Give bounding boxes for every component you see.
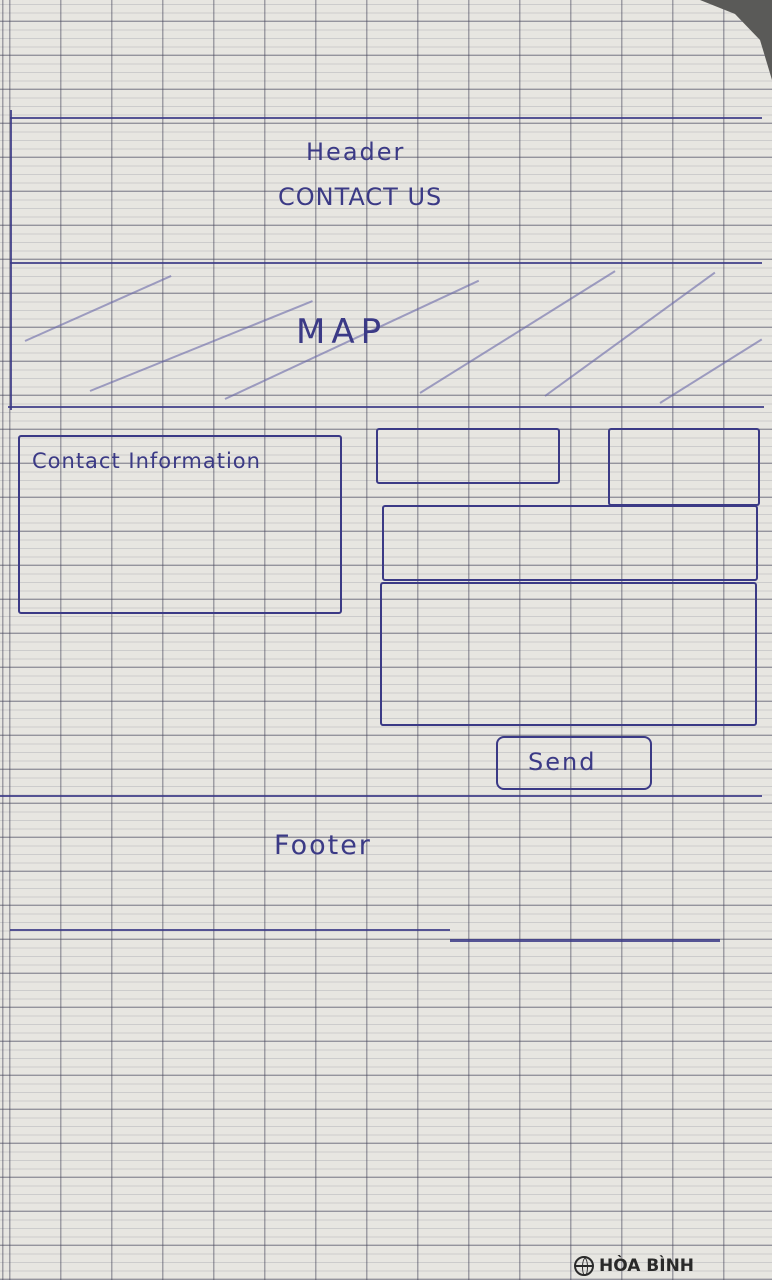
footer-label: Footer bbox=[274, 830, 372, 861]
contact-info-box: Contact Information bbox=[18, 435, 342, 614]
message-field[interactable] bbox=[380, 582, 757, 726]
send-button-label: Send bbox=[528, 748, 597, 776]
brand-name: HÒA BÌNH bbox=[599, 1256, 695, 1276]
header-left-line bbox=[10, 110, 12, 410]
page-title: CONTACT US bbox=[278, 183, 443, 211]
header-top-line bbox=[10, 117, 762, 119]
footer-top-line bbox=[0, 795, 762, 797]
footer-bottom-line-2 bbox=[450, 939, 720, 942]
notebook-brand: HÒA BÌNH bbox=[574, 1254, 694, 1278]
map-bottom-line bbox=[8, 406, 764, 408]
map-label: MAP bbox=[296, 312, 388, 352]
globe-icon bbox=[574, 1256, 594, 1276]
footer-bottom-line bbox=[10, 929, 450, 931]
subject-field[interactable] bbox=[382, 505, 758, 581]
header-bottom-line bbox=[10, 262, 762, 264]
send-button[interactable]: Send bbox=[496, 736, 652, 790]
contact-info-label: Contact Information bbox=[32, 449, 261, 473]
name-field[interactable] bbox=[376, 428, 560, 484]
header-label: Header bbox=[306, 138, 406, 166]
email-field[interactable] bbox=[608, 428, 760, 506]
